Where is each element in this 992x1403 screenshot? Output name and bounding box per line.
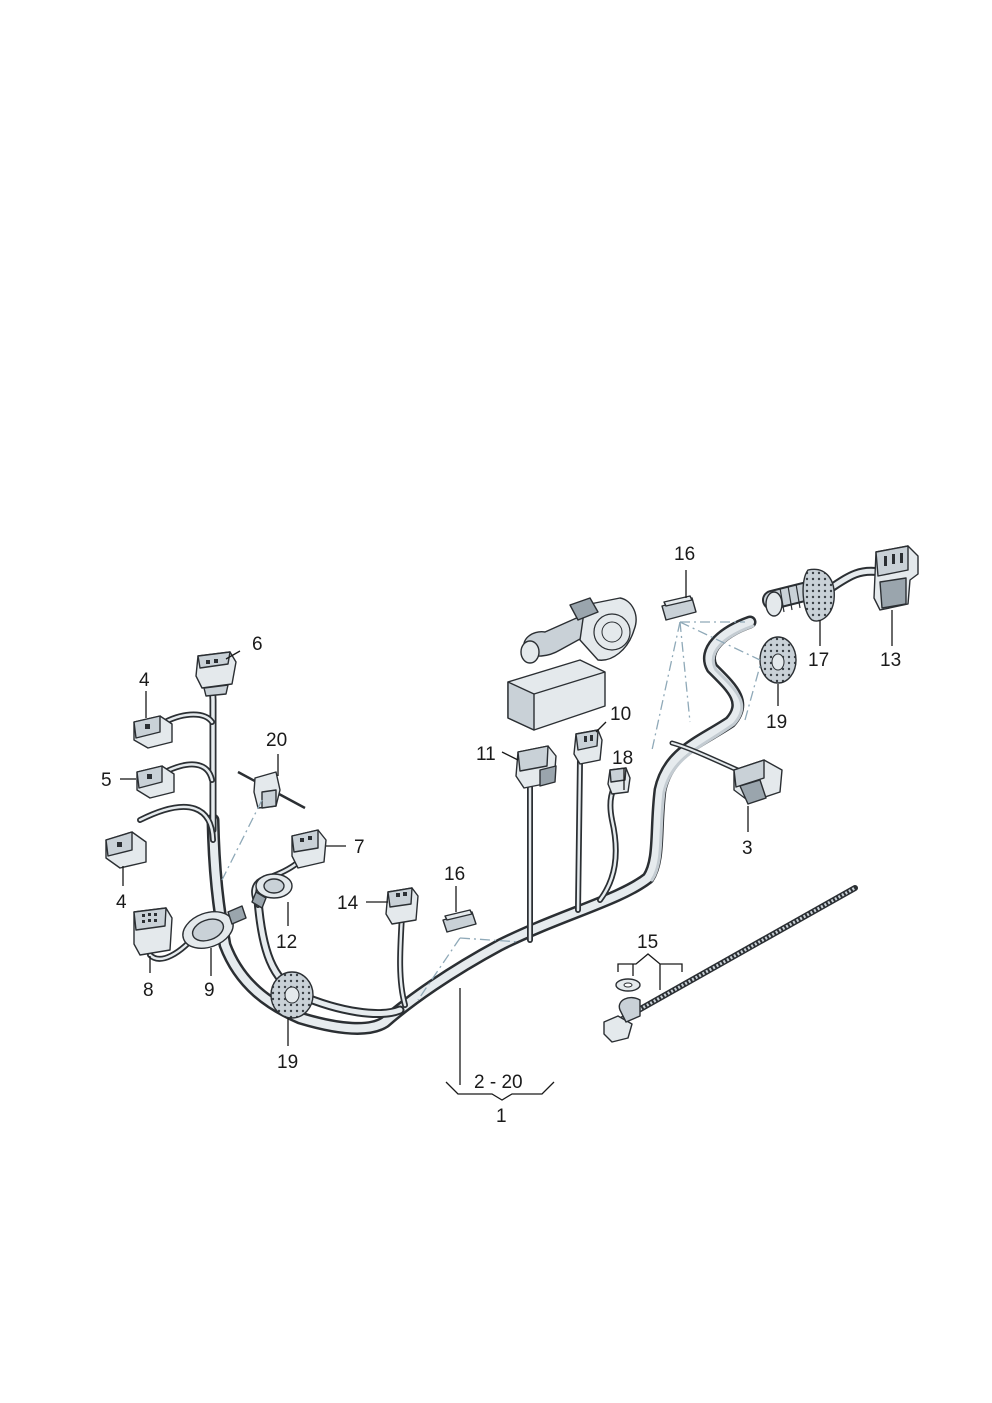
main-wiring-harness [137,566,885,1035]
callout-8: 8 [143,980,154,1001]
connector-5 [136,765,175,799]
pad-16-upper [661,595,697,621]
connector-4-upper [133,715,173,749]
window-motor-unit [507,597,637,731]
callout-9: 9 [204,980,215,1001]
callout-10: 10 [610,704,631,725]
callout-4-lower: 4 [116,892,127,913]
callout-20: 20 [266,730,287,751]
callout-16-lower: 16 [444,864,465,885]
callout-12: 12 [276,932,297,953]
callout-7: 7 [354,837,365,858]
dashed-leaders [221,621,761,1001]
callout-19-upper: 19 [766,712,787,733]
callout-labels: 1 2 - 20 3 4 4 5 6 7 8 9 10 11 12 13 14 … [101,544,901,1127]
grommet-17 [762,568,835,622]
callout-15: 15 [637,932,658,953]
callout-14: 14 [337,893,359,914]
pad-16-lower [442,909,477,933]
callout-18: 18 [612,748,633,769]
connector-6 [195,651,237,697]
callout-2-20: 2 - 20 [474,1072,523,1093]
callout-6: 6 [252,634,263,655]
connector-11 [515,745,557,789]
callout-leaders [120,570,893,1101]
grommet-19-lower [270,971,314,1019]
connector-12 [251,873,293,909]
callout-16-upper: 16 [674,544,695,565]
connector-18 [607,767,631,795]
connector-10 [573,729,603,765]
callout-13: 13 [880,650,901,671]
grommet-19-upper [759,636,797,684]
connector-13 [873,545,919,611]
callout-17: 17 [808,650,829,671]
connector-7 [291,829,327,869]
callout-19-lower: 19 [277,1052,298,1073]
grommet-9 [182,905,247,949]
clip-20 [237,770,306,810]
connector-14 [385,887,419,925]
callout-4-upper: 4 [139,670,150,691]
washer-15 [615,978,641,992]
callout-5: 5 [101,770,112,791]
connector-4-lower [105,831,147,869]
cable-tie-15 [603,885,858,1043]
connector-8 [133,907,173,956]
callout-11: 11 [476,744,496,765]
connector-3 [733,759,783,805]
callout-3: 3 [742,838,753,859]
callout-1: 1 [496,1106,507,1127]
